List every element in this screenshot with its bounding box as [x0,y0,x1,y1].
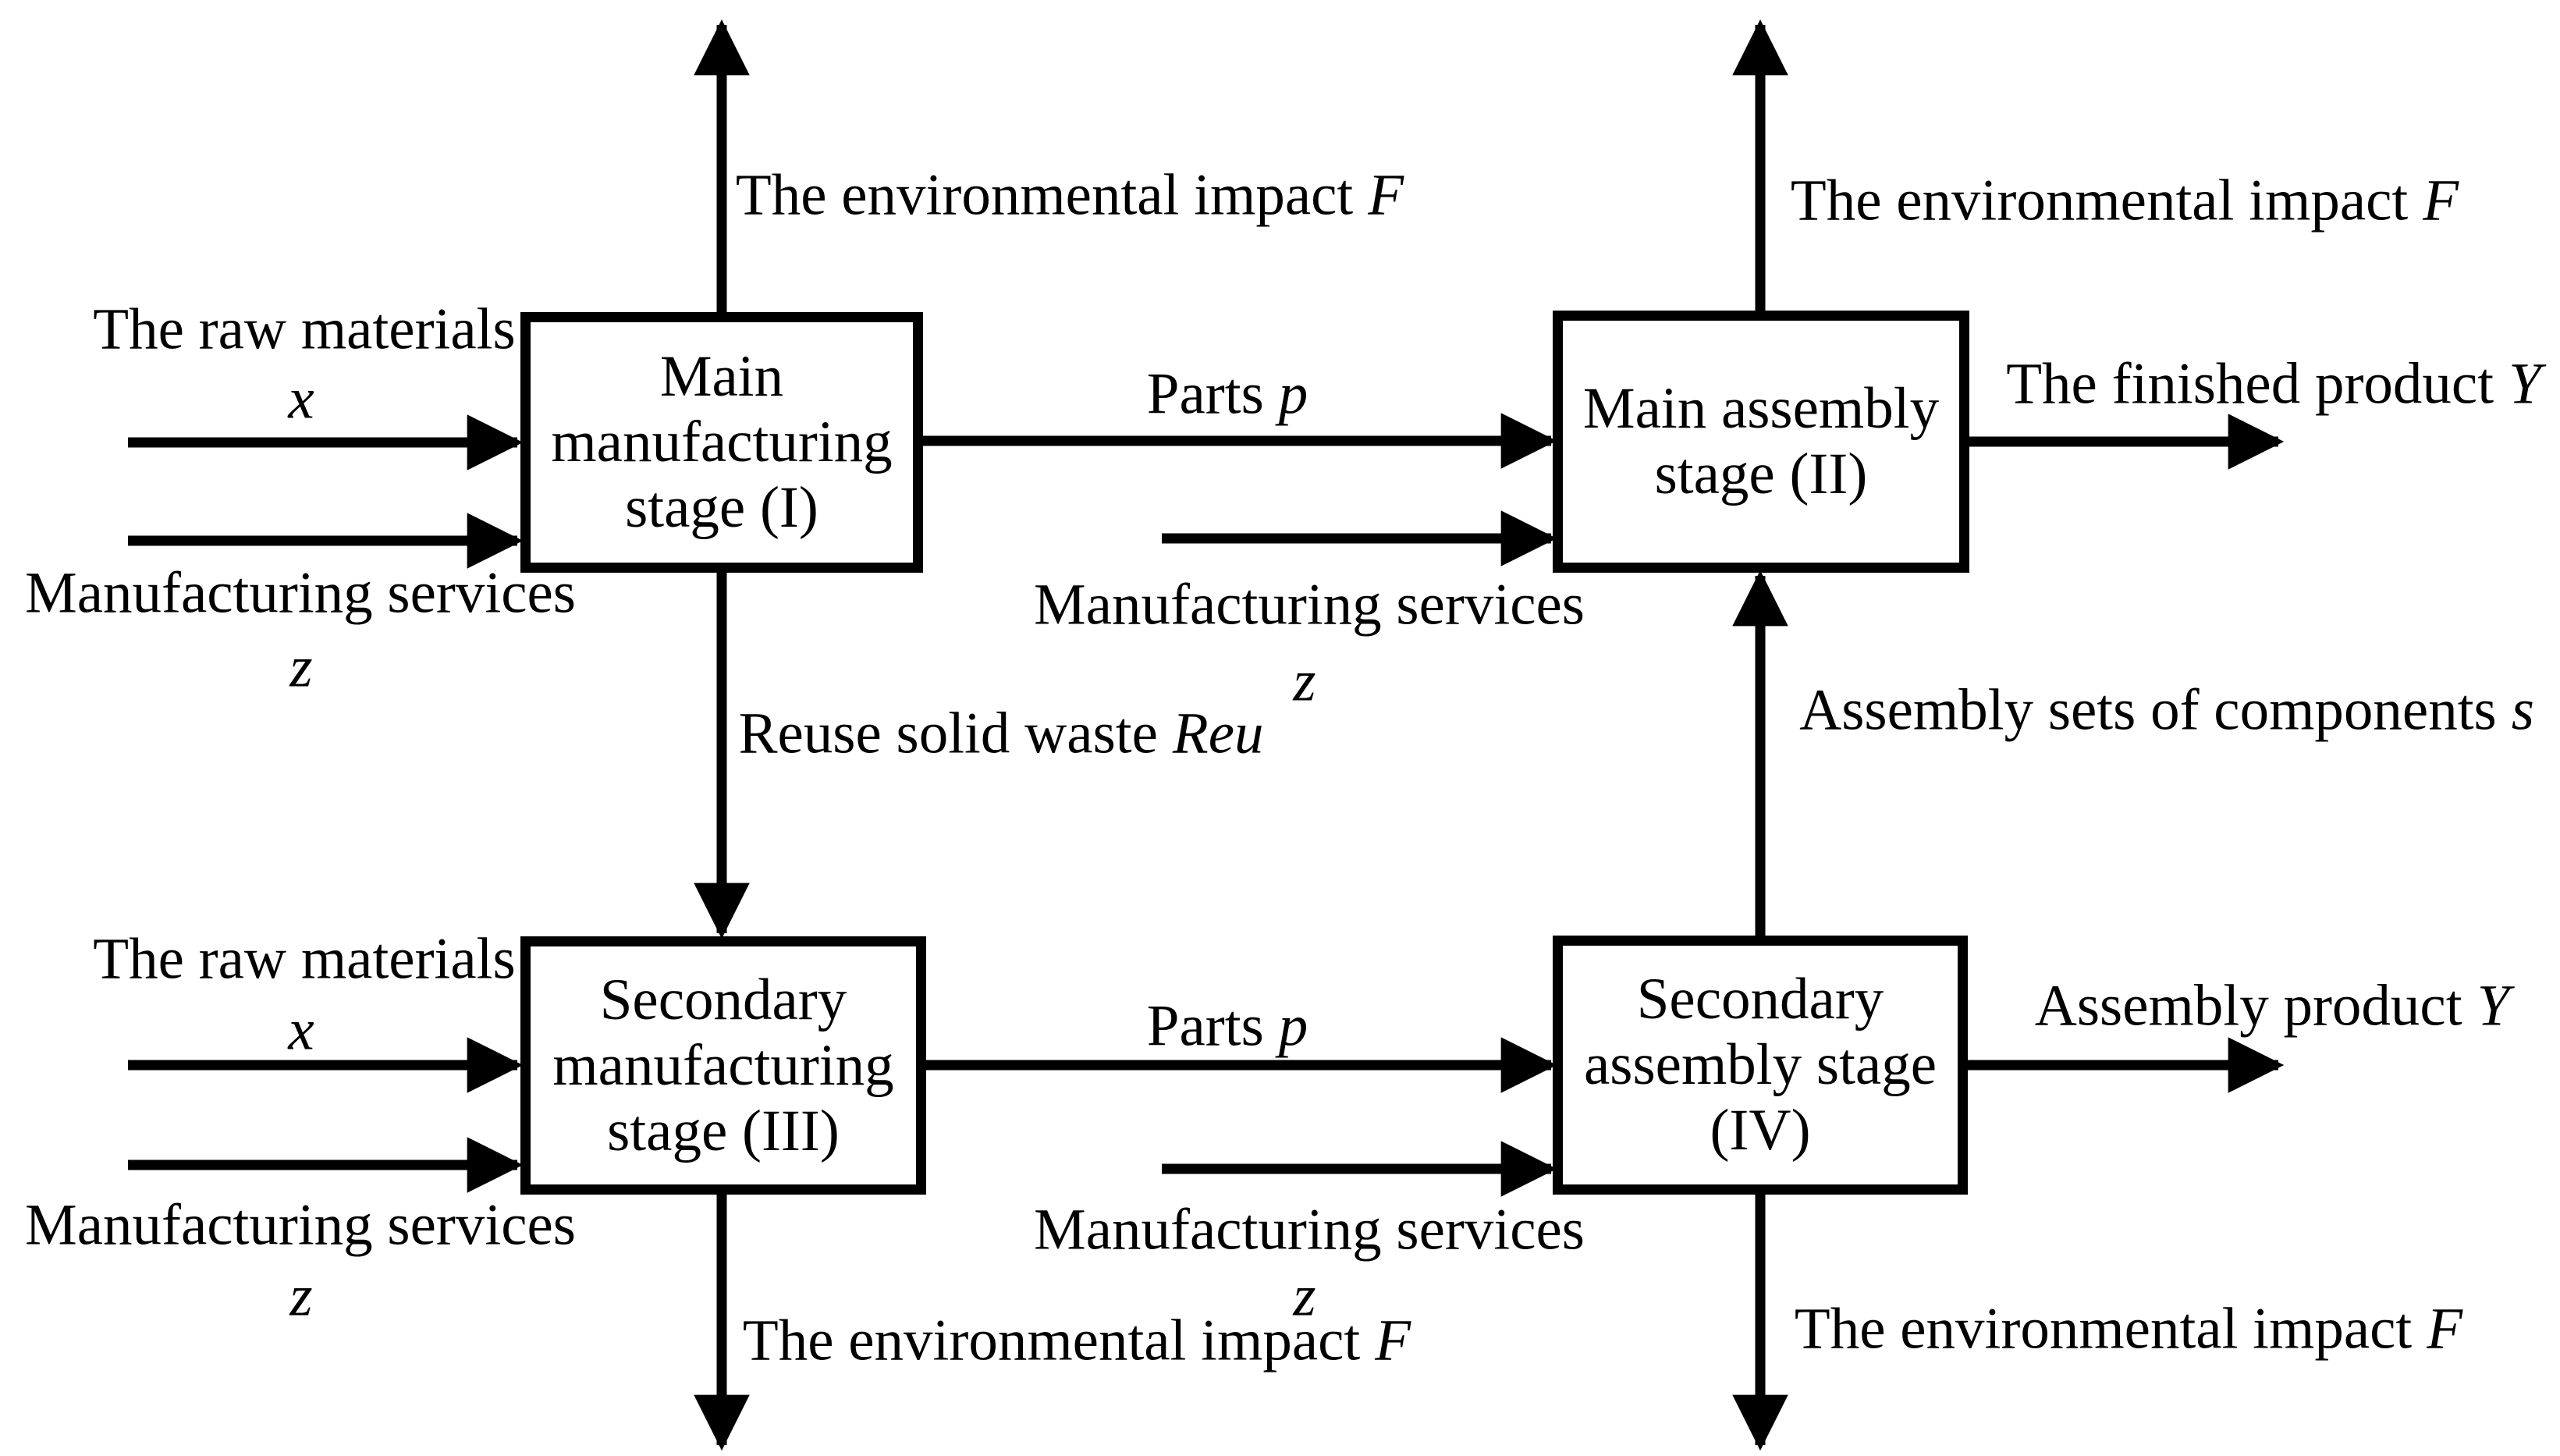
box-line: (IV) [1710,1098,1811,1163]
label-services-stage3: Manufacturing services [25,1192,576,1258]
label-services-stage1-var: z [289,634,313,700]
box-line: Secondary [1636,967,1884,1032]
box-line: manufacturing [551,410,893,474]
box-line: stage (II) [1654,442,1868,506]
box-line: Main assembly [1582,376,1940,441]
label-raw-materials-stage3-var: x [288,997,314,1063]
label-services-stage2: Manufacturing services [1034,572,1585,637]
box-line: Secondary [599,967,847,1032]
box-secondary-manufacturing-stage: Secondary manufacturing stage (III) [520,936,926,1195]
box-line: assembly stage [1584,1032,1937,1097]
label-services-stage4-var: z [1293,1263,1316,1329]
box-secondary-assembly-stage: Secondary assembly stage (IV) [1553,936,1968,1195]
box-line: stage (I) [625,475,818,540]
label-raw-materials-stage1: The raw materials [93,297,516,362]
box-line: stage (III) [607,1098,840,1163]
label-services-stage2-var: z [1293,648,1316,714]
label-services-stage3-var: z [289,1263,313,1329]
box-main-manufacturing-stage: Main manufacturing stage (I) [520,312,923,573]
box-line: Main [659,344,784,409]
box-line: manufacturing [552,1032,894,1098]
label-services-stage4: Manufacturing services [1034,1197,1585,1262]
label-services-stage1: Manufacturing services [25,560,576,626]
label-raw-materials-stage1-var: x [288,366,314,431]
label-raw-materials-stage3: The raw materials [93,926,516,992]
box-main-assembly-stage: Main assembly stage (II) [1553,311,1969,573]
